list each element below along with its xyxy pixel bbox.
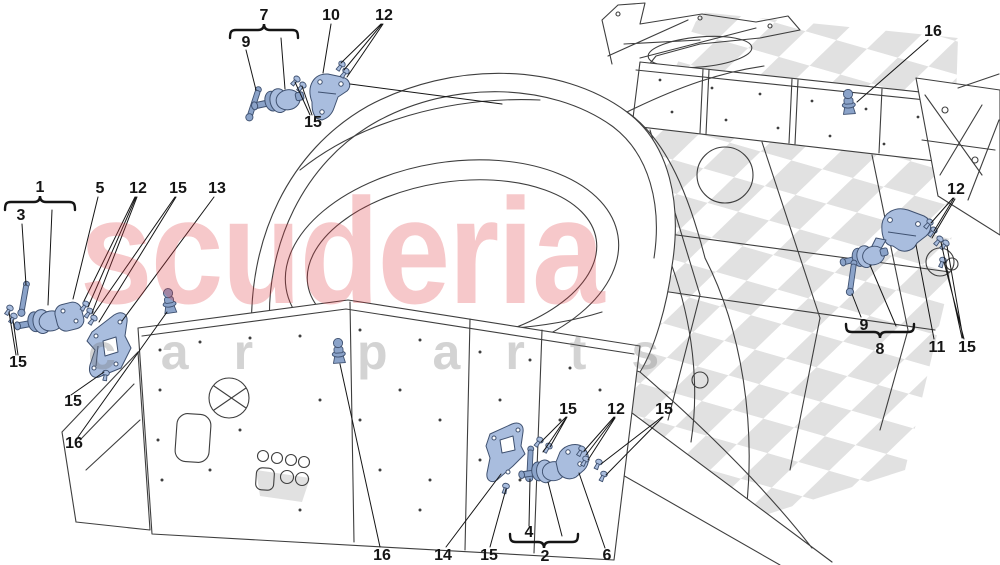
front-box	[61, 299, 641, 561]
callout-label-13: 13	[208, 180, 226, 197]
callout-label-5: 5	[95, 180, 105, 197]
callout-label-12: 12	[129, 180, 147, 197]
callout-label-9: 9	[241, 34, 251, 51]
callout-label-3: 3	[16, 207, 26, 224]
parts	[2, 59, 951, 495]
callout-label-15: 15	[9, 354, 27, 371]
leader-lines	[8, 23, 965, 549]
callout-label-15: 15	[64, 393, 82, 410]
callout-label-12: 12	[947, 181, 965, 198]
callout-label-15: 15	[559, 401, 577, 418]
bracket-part	[309, 73, 351, 121]
callout-label-6: 6	[602, 547, 612, 564]
callout-label-16: 16	[924, 23, 942, 40]
callout-label-15: 15	[169, 180, 187, 197]
callout-label-15: 15	[655, 401, 673, 418]
group-braces	[3, 23, 916, 549]
callout-label-15: 15	[304, 114, 322, 131]
callout-label-8: 8	[875, 341, 885, 358]
bracket-part	[485, 422, 526, 483]
callout-label-4: 4	[524, 524, 534, 541]
callout-label-12: 12	[375, 7, 393, 24]
cover-part	[54, 301, 85, 332]
callout-label-16: 16	[373, 547, 391, 564]
callout-label-16: 16	[65, 435, 83, 452]
callout-label-7: 7	[259, 7, 269, 24]
chassis-line-art	[61, 2, 1000, 565]
callout-label-14: 14	[434, 547, 452, 564]
callout-label-15: 15	[958, 339, 976, 356]
brace-group-2	[508, 532, 580, 549]
callout-label-12: 12	[607, 401, 625, 418]
bracket-part	[86, 312, 132, 378]
callout-label-9: 9	[859, 317, 869, 334]
callout-label-15: 15	[480, 547, 498, 564]
brace-group-1	[3, 195, 77, 212]
callout-label-2: 2	[540, 548, 550, 565]
brace-group-7	[228, 23, 300, 40]
callout-label-10: 10	[322, 7, 340, 24]
rod-part	[16, 280, 31, 318]
rear-frame	[601, 2, 1000, 471]
brace-group-8	[844, 322, 916, 339]
bracket-part	[869, 208, 932, 255]
callout-label-11: 11	[928, 339, 946, 356]
callout-label-1: 1	[35, 179, 45, 196]
